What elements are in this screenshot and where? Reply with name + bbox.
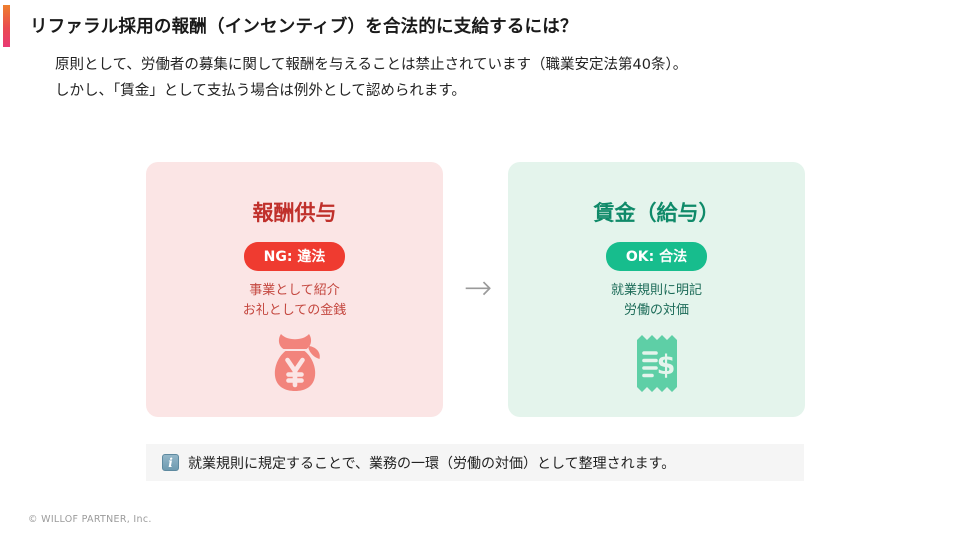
note-bar: i 就業規則に規定することで、業務の一環（労働の対価）として整理されます。 bbox=[146, 444, 804, 481]
card-reward-line-1: 事業として紹介 bbox=[249, 283, 340, 298]
arrow-right-icon: → bbox=[463, 268, 493, 308]
ng-badge: NG: 違法 bbox=[243, 242, 346, 271]
card-wage-details: 就業規則に明記 労働の対価 bbox=[611, 281, 702, 321]
intro-line-2: しかし、「賃金」として支払う場合は例外として認められます。 bbox=[55, 83, 466, 99]
svg-text:$: $ bbox=[656, 350, 675, 381]
note-text: 就業規則に規定することで、業務の一環（労働の対価）として整理されます。 bbox=[188, 455, 676, 472]
card-wage-line-2: 労働の対価 bbox=[623, 303, 689, 318]
card-reward-details: 事業として紹介 お礼としての金銭 bbox=[243, 281, 347, 321]
copyright: © WILLOF PARTNER, Inc. bbox=[28, 514, 152, 525]
intro-text: 原則として、労働者の募集に関して報酬を与えることは禁止されています（職業安定法第… bbox=[55, 52, 687, 104]
info-icon: i bbox=[162, 454, 179, 471]
accent-bar bbox=[3, 5, 10, 47]
ok-badge: OK: 合法 bbox=[605, 242, 708, 271]
receipt-icon: $ bbox=[635, 333, 679, 399]
card-wage-line-1: 就業規則に明記 bbox=[610, 283, 702, 298]
card-reward-line-2: お礼としての金銭 bbox=[242, 303, 347, 318]
card-title-wage: 賃金（給与） bbox=[593, 201, 720, 225]
page-title: リファラル採用の報酬（インセンティブ）を合法的に支給するには？ bbox=[30, 17, 578, 37]
card-wage-legal: 賃金（給与） OK: 合法 就業規則に明記 労働の対価 $ bbox=[508, 162, 805, 417]
card-title-reward: 報酬供与 bbox=[252, 201, 337, 225]
money-bag-icon bbox=[266, 333, 324, 399]
intro-line-1: 原則として、労働者の募集に関して報酬を与えることは禁止されています（職業安定法第… bbox=[55, 57, 688, 73]
card-reward-illegal: 報酬供与 NG: 違法 事業として紹介 お礼としての金銭 bbox=[146, 162, 443, 417]
